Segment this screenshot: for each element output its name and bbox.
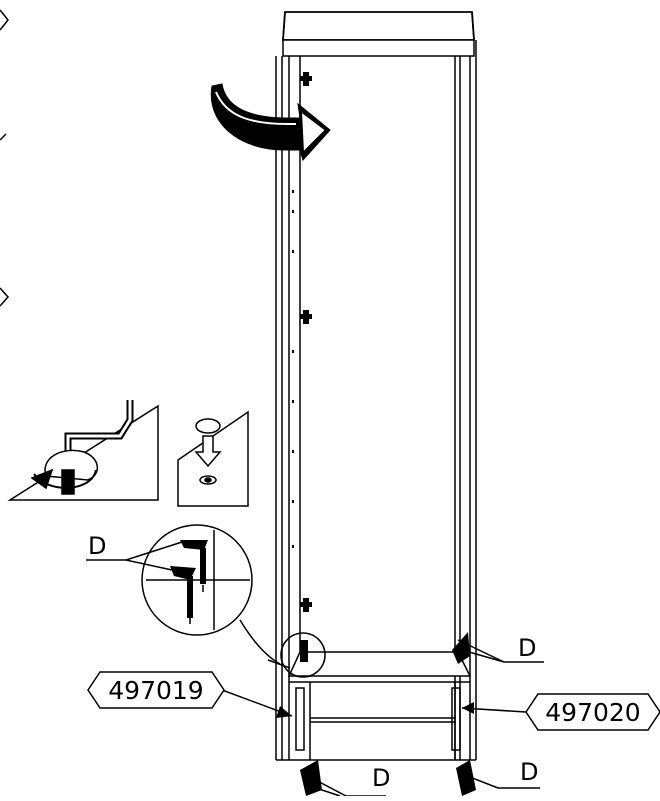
hinge-middle bbox=[300, 310, 312, 324]
hinge-bottom bbox=[300, 598, 312, 612]
part-tag-497019-text: 497019 bbox=[108, 676, 203, 705]
level-foot-adjust-icon bbox=[7, 400, 159, 501]
cabinet-frame bbox=[275, 11, 477, 761]
rotate-arrow-icon bbox=[210, 83, 331, 161]
hinge-top bbox=[300, 72, 312, 86]
fastener-label-bottom-middle: D bbox=[372, 764, 390, 792]
plinth bbox=[276, 682, 476, 761]
magnifier-detail-icon bbox=[141, 524, 326, 678]
part-tag-497020: 497020 bbox=[525, 693, 660, 731]
cap-insert-icon bbox=[177, 410, 249, 507]
left-side-panel bbox=[275, 56, 301, 760]
fastener-label-bottom-right: D bbox=[520, 758, 538, 786]
lower-shelf bbox=[287, 651, 472, 677]
part-tag-497019: 497019 bbox=[87, 671, 225, 709]
arrow-heads bbox=[276, 702, 474, 718]
fastener-label-upper-left: D bbox=[88, 532, 106, 560]
fastener-label-right: D bbox=[518, 634, 536, 662]
edge-fragments bbox=[0, 9, 10, 307]
part-tag-497020-text: 497020 bbox=[545, 698, 640, 727]
top-panel bbox=[282, 11, 475, 41]
